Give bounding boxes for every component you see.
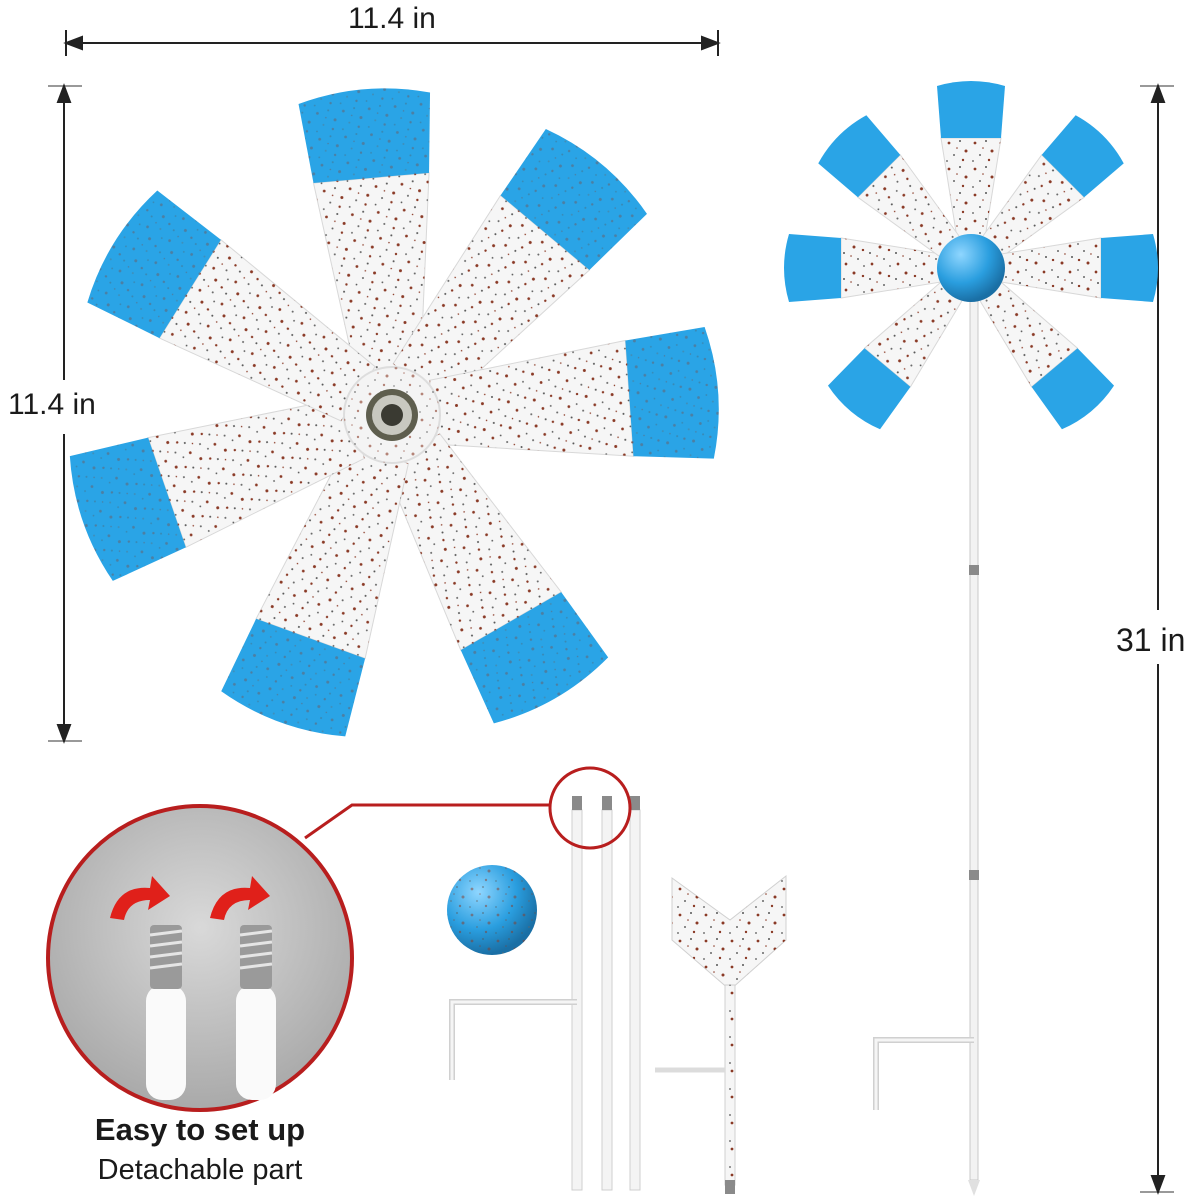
assembled-windmill <box>783 80 1159 1196</box>
rotate-arrow-icon <box>110 876 170 920</box>
width-label: 11.4 in <box>348 2 436 35</box>
feature-subtitle: Detachable part <box>97 1154 303 1186</box>
total-height-label: 31 in <box>1116 622 1186 658</box>
feature-title: Easy to set up <box>94 1112 306 1147</box>
pole-parts <box>449 796 641 1191</box>
detachable-callout <box>46 766 632 1112</box>
total-height-dimension-arrow <box>1140 83 1174 1195</box>
large-windmill-wheel <box>60 82 724 746</box>
rotate-arrow-icon <box>210 876 270 920</box>
height-label: 11.4 in <box>8 388 96 421</box>
tail-fin-part <box>655 874 787 1194</box>
width-dimension-arrow <box>63 30 721 56</box>
center-ball <box>937 234 1005 302</box>
height-dimension-arrow <box>48 83 82 744</box>
